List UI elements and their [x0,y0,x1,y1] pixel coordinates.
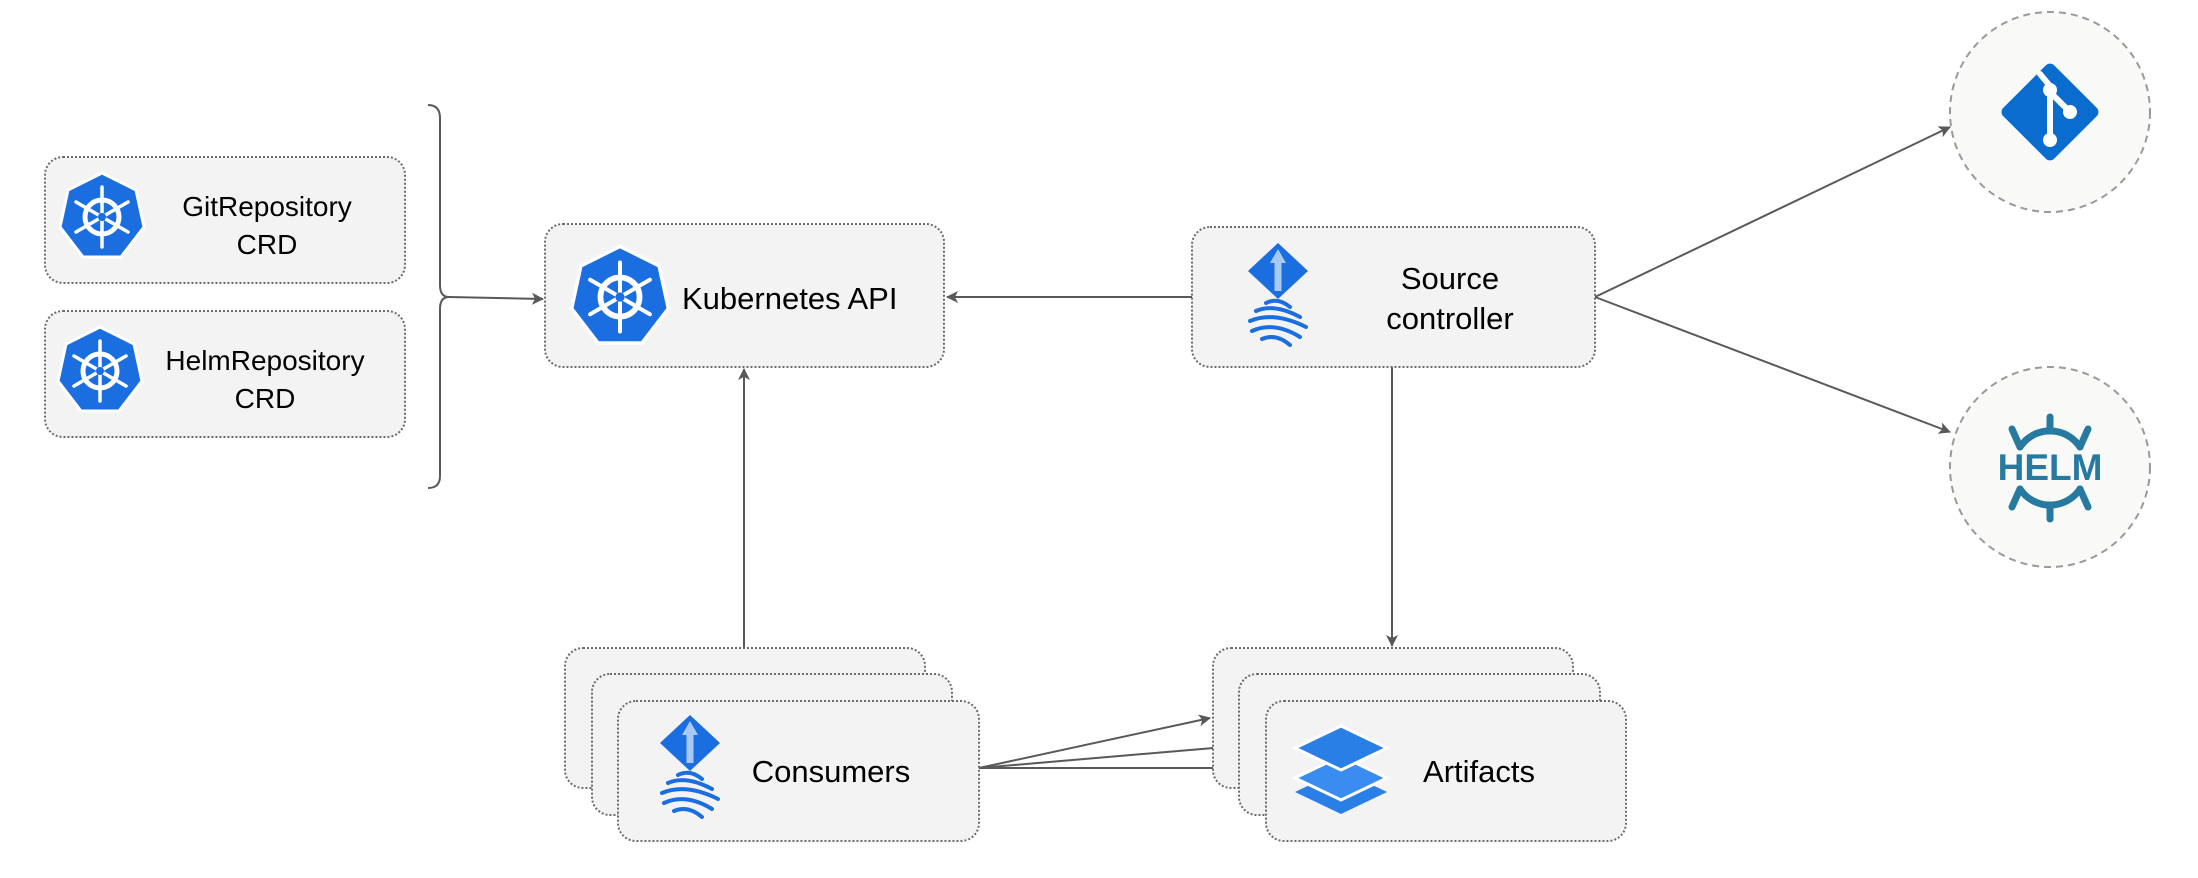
helm-node[interactable]: HELM [1949,366,2151,568]
source-controller-label-line1: Source [1401,261,1499,296]
git-node[interactable] [1949,11,2151,213]
helm-repository-crd-label-line2: CRD [235,383,296,414]
helm-logo-text: HELM [1998,447,2103,488]
kubernetes-api-node[interactable]: Kubernetes API [544,223,945,368]
edge-crds-to-kubernetes-api [448,292,544,305]
helm-repository-crd-node[interactable]: HelmRepository CRD [44,310,406,438]
artifacts-label: Artifacts [1423,754,1535,789]
helm-icon: HELM [1998,413,2103,523]
git-repository-crd-label-line1: GitRepository [182,191,352,222]
edge-consumers-to-artifacts-1 [978,714,1211,769]
edge-source-controller-to-git [1594,126,1951,298]
edge-consumers-to-artifacts-2 [978,740,1238,769]
helm-repository-crd-label-line1: HelmRepository [165,345,364,376]
edge-source-controller-to-helm [1594,296,1951,434]
crd-brace [427,104,450,489]
artifacts-node[interactable]: Artifacts [1212,647,1627,842]
git-repository-crd-node[interactable]: GitRepository CRD [44,156,406,284]
git-icon [2001,63,2099,161]
consumers-node[interactable]: Consumers [564,647,980,842]
source-controller-label-line2: controller [1386,301,1514,336]
source-controller-node[interactable]: Source controller [1191,226,1596,368]
consumers-label: Consumers [752,754,911,789]
layers-icon [1291,724,1391,814]
kubernetes-api-label: Kubernetes API [682,281,897,316]
git-repository-crd-label-line2: CRD [237,229,298,260]
